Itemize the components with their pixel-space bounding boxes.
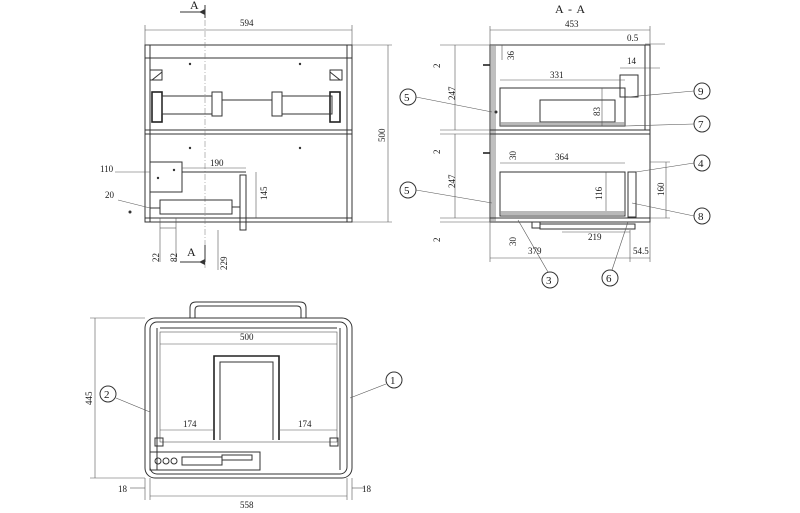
section-marker-bottom: A: [187, 245, 197, 259]
callout-5-upper: 5: [404, 92, 410, 104]
section-view: A - A 453 0.5 36 14 331 83: [399, 2, 711, 289]
dim-594: 594: [240, 18, 254, 28]
dim-54-5: 54.5: [633, 246, 649, 256]
dim-2-mid: 2: [432, 150, 442, 155]
callout-7: 7: [698, 119, 704, 131]
dim-36: 36: [506, 51, 516, 61]
callout-8: 8: [698, 211, 704, 223]
dim-229: 229: [219, 256, 229, 270]
section-marker-top: A: [190, 0, 200, 12]
dim-110: 110: [100, 164, 114, 174]
dim-558: 558: [240, 500, 254, 510]
front-view: A 594: [100, 0, 392, 270]
dim-247-upper: 247: [447, 86, 457, 100]
dim-30-lower: 30: [508, 237, 518, 247]
section-title: A - A: [555, 2, 586, 16]
dim-82: 82: [169, 253, 179, 262]
plan-view: 500 174 174 445 18 18 558: [84, 301, 403, 510]
dim-30-upper: 30: [508, 151, 518, 161]
dim-247-lower: 247: [447, 174, 457, 188]
dim-145: 145: [259, 186, 269, 200]
callout-3: 3: [546, 275, 552, 287]
callout-1: 1: [390, 375, 396, 387]
dim-379: 379: [528, 246, 542, 256]
dim-2-low: 2: [432, 238, 442, 243]
dim-18-right: 18: [362, 484, 372, 494]
dim-83: 83: [592, 107, 602, 117]
dim-22: 22: [151, 253, 161, 262]
dim-500-plan: 500: [240, 332, 254, 342]
dim-331: 331: [550, 70, 564, 80]
dim-364: 364: [555, 152, 569, 162]
dim-20: 20: [105, 190, 115, 200]
callout-5-lower: 5: [404, 185, 410, 197]
dim-116: 116: [594, 186, 604, 200]
dim-500: 500: [377, 128, 387, 142]
callout-2: 2: [104, 389, 110, 401]
dim-174-right: 174: [298, 419, 312, 429]
dim-160: 160: [656, 182, 666, 196]
callout-9: 9: [698, 86, 704, 98]
dim-18-left: 18: [118, 484, 128, 494]
dim-2-top: 2: [432, 64, 442, 69]
dim-14: 14: [627, 56, 637, 66]
dim-453: 453: [565, 19, 579, 29]
callout-4: 4: [698, 158, 704, 170]
dim-219: 219: [588, 232, 602, 242]
dim-0-5: 0.5: [627, 33, 639, 43]
dim-445: 445: [84, 391, 94, 405]
dim-174-left: 174: [183, 419, 197, 429]
dim-190: 190: [210, 158, 224, 168]
callout-6: 6: [606, 273, 612, 285]
